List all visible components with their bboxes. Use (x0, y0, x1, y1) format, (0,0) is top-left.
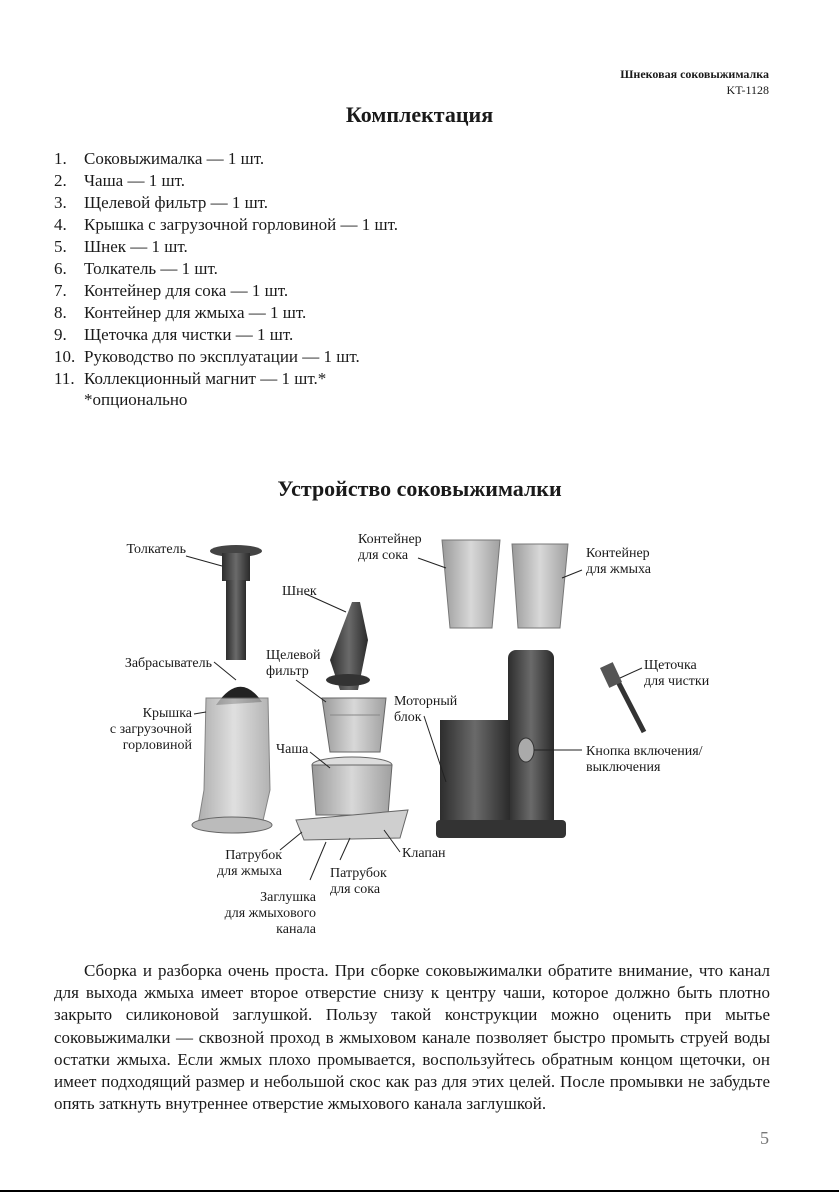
label-auger: Шнек (282, 584, 317, 600)
list-item: 7.Контейнер для сока — 1 шт. (54, 280, 398, 302)
header-title: Шнековая соковыжималка (620, 66, 769, 82)
filter-part (322, 698, 386, 752)
brush-part (600, 662, 644, 732)
list-item: 2.Чаша — 1 шт. (54, 170, 398, 192)
list-item: 11.Коллекционный магнит — 1 шт.* (54, 368, 398, 390)
label-bowl: Чаша (276, 742, 308, 758)
running-header: Шнековая соковыжималка KT-1128 (620, 66, 769, 98)
label-valve: Клапан (402, 846, 446, 862)
section-title-kompl: Комплектация (0, 102, 839, 128)
section-title-device: Устройство соковыжималки (0, 476, 839, 502)
list-item: 4.Крышка с загрузочной горловиной — 1 шт… (54, 214, 398, 236)
list-item: 9.Щеточка для чистки — 1 шт. (54, 324, 398, 346)
list-item: 10.Руководство по эксплуатации — 1 шт. (54, 346, 398, 368)
bowl-part (296, 757, 408, 840)
parts-list: 1.Соковыжималка — 1 шт. 2.Чаша — 1 шт. 3… (54, 148, 398, 390)
list-item: 5.Шнек — 1 шт. (54, 236, 398, 258)
list-item: 3.Щелевой фильтр — 1 шт. (54, 192, 398, 214)
list-item: 6.Толкатель — 1 шт. (54, 258, 398, 280)
pulp-container-part (512, 544, 568, 628)
list-item: 8.Контейнер для жмыха — 1 шт. (54, 302, 398, 324)
assembly-paragraph: Сборка и разборка очень проста. При сбор… (54, 960, 770, 1115)
header-model: KT-1128 (620, 82, 769, 98)
label-power-button: Кнопка включения/выключения (586, 744, 703, 776)
juice-container-part (442, 540, 500, 628)
auger-part (326, 602, 370, 690)
motor-base-part (436, 650, 566, 838)
label-thrower: Забрасыватель (80, 656, 212, 672)
bottom-rule (0, 1190, 839, 1192)
page-number: 5 (760, 1128, 769, 1149)
footnote: *опционально (84, 390, 187, 410)
lid-part (192, 698, 272, 833)
list-item: 1.Соковыжималка — 1 шт. (54, 148, 398, 170)
label-pusher: Толкатель (80, 542, 186, 558)
pusher-part (210, 545, 262, 660)
